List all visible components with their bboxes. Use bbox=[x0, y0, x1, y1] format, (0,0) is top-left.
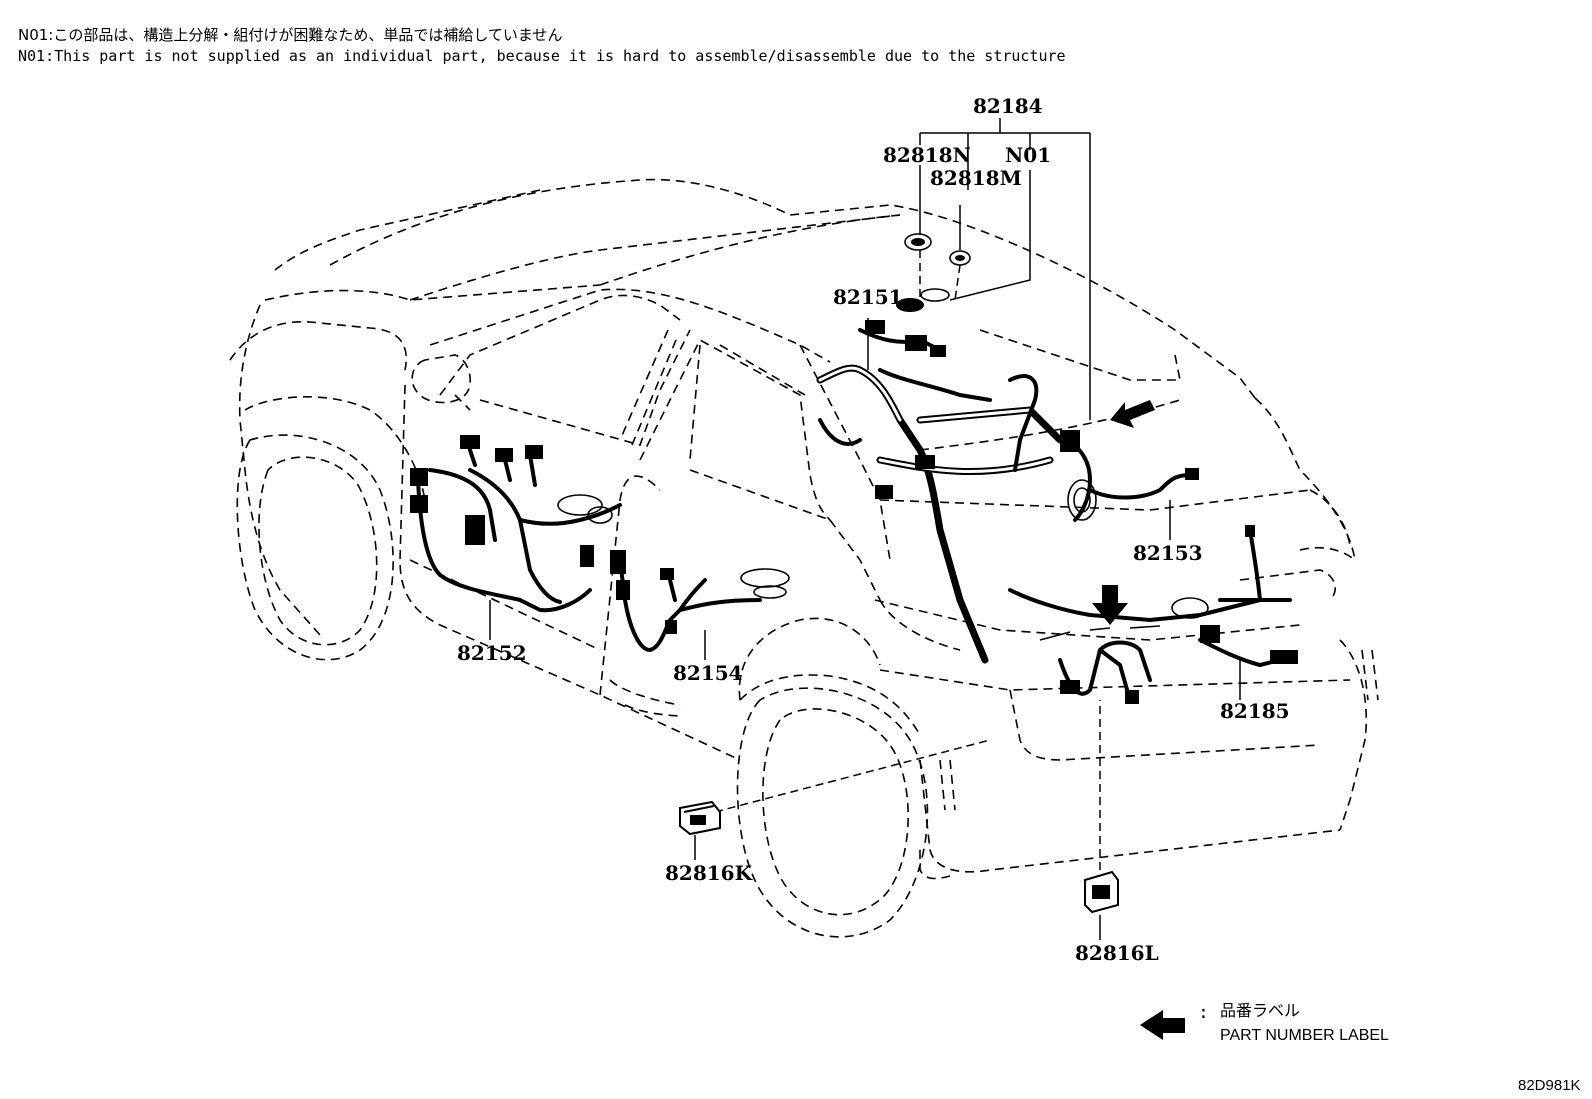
callout-82816L: 82816L bbox=[1075, 941, 1159, 965]
diagram-code: 82D981K bbox=[1518, 1077, 1581, 1094]
label-arrow-lower bbox=[1092, 585, 1128, 625]
callout-82151: 82151 bbox=[833, 285, 903, 309]
callout-82185: 82185 bbox=[1220, 699, 1290, 723]
svg-text::: : bbox=[1198, 1002, 1209, 1023]
harness-82154[interactable] bbox=[610, 550, 790, 652]
connector-grommets bbox=[904, 233, 971, 266]
callout-82154: 82154 bbox=[673, 661, 743, 685]
legend-label-en: PART NUMBER LABEL bbox=[1220, 1027, 1389, 1044]
harness-82153[interactable] bbox=[1060, 430, 1199, 522]
harness-82152[interactable] bbox=[410, 435, 622, 613]
harness-82151[interactable] bbox=[816, 288, 1064, 664]
label-bracket-82816K bbox=[679, 800, 721, 836]
callout-82818M: 82818M bbox=[930, 166, 1022, 190]
legend-arrow-icon bbox=[1140, 1010, 1185, 1040]
callout-82184: 82184 bbox=[973, 94, 1043, 118]
callout-leaders bbox=[489, 118, 1241, 940]
callout-82818N: 82818N bbox=[883, 143, 971, 167]
legend: : 品番ラベル PART NUMBER LABEL bbox=[1140, 1001, 1389, 1044]
note-japanese: N01:この部品は、構造上分解・組付けが困難なため、単品では補給していません bbox=[18, 26, 563, 44]
vehicle-outline bbox=[229, 178, 1379, 938]
label-arrow-upper bbox=[1110, 400, 1155, 428]
callout-82152: 82152 bbox=[457, 641, 527, 665]
callout-N01: N01 bbox=[1005, 143, 1051, 167]
note-english: N01:This part is not supplied as an indi… bbox=[18, 47, 1066, 65]
legend-label-jp: 品番ラベル bbox=[1220, 1001, 1300, 1020]
callout-82153: 82153 bbox=[1133, 541, 1203, 565]
label-bracket-82816L bbox=[1084, 870, 1119, 914]
callout-82816K: 82816K bbox=[665, 861, 753, 885]
harness-82185[interactable] bbox=[1008, 525, 1298, 704]
